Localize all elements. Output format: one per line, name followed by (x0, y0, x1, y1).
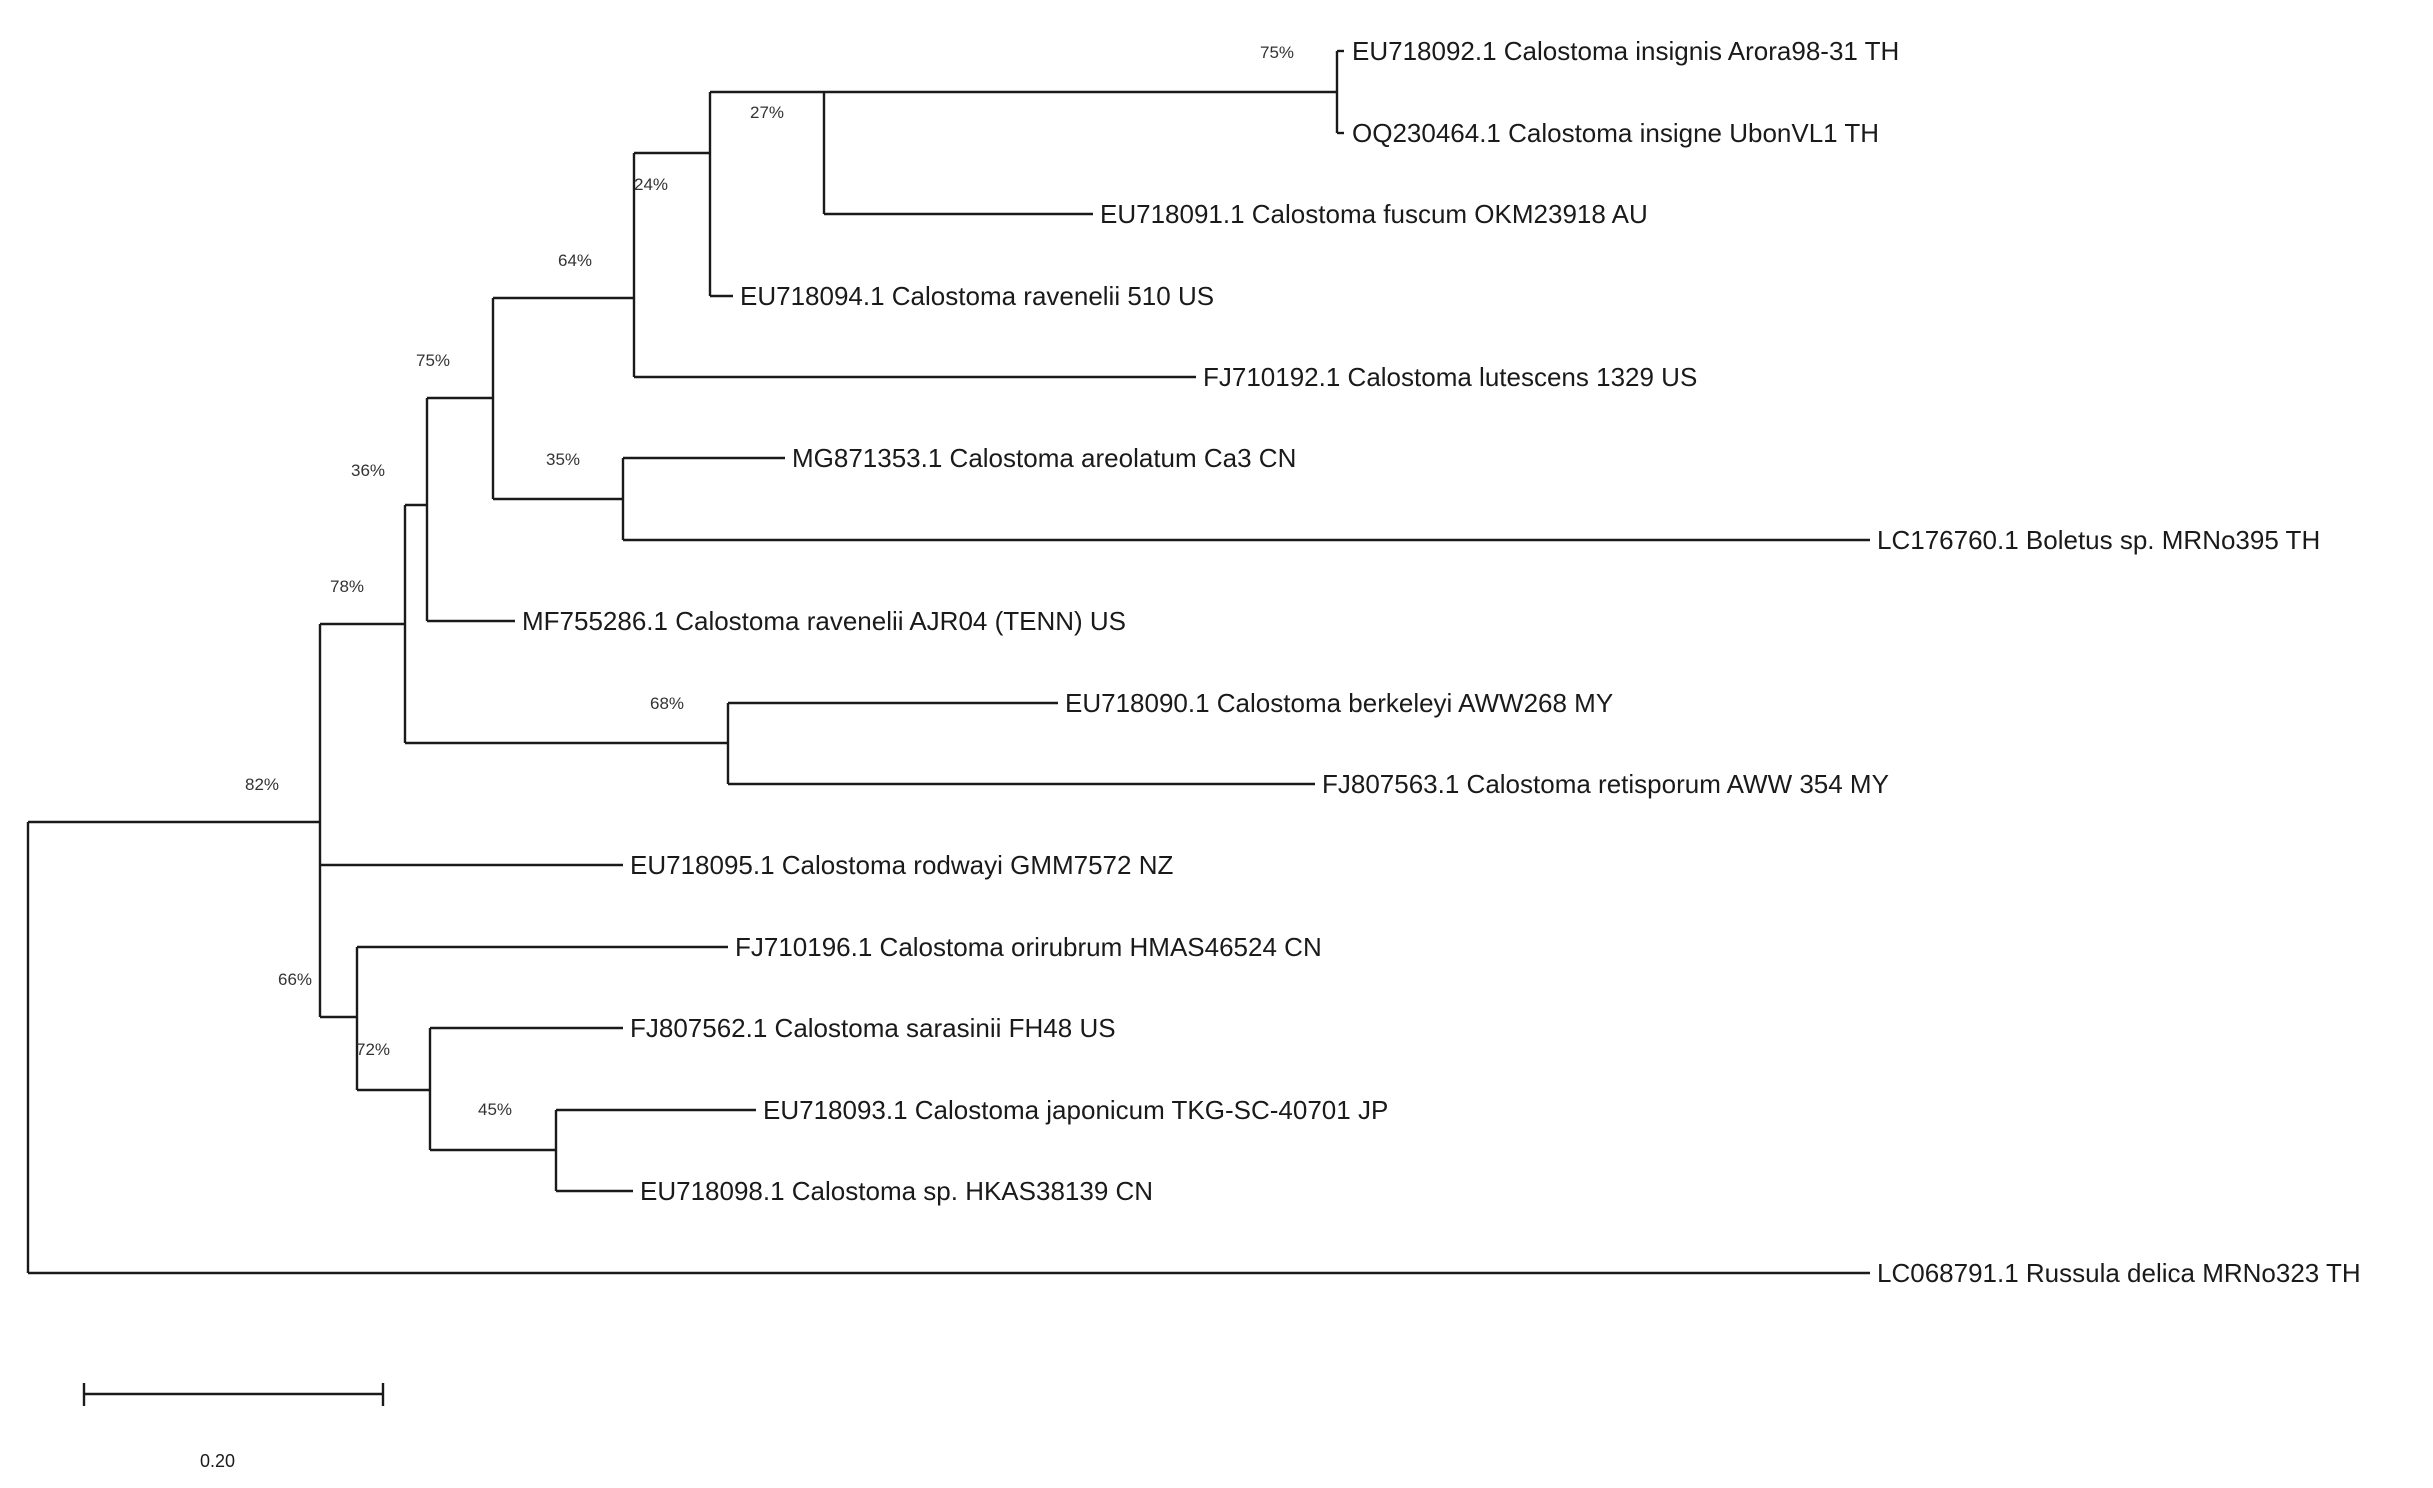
taxon-label: EU718090.1 Calostoma berkeleyi AWW268 MY (1065, 688, 1613, 718)
taxon-label: OQ230464.1 Calostoma insigne UbonVL1 TH (1352, 118, 1879, 148)
bootstrap-labels: 75% 27% 24% 64% 35% 75% 36% 68% 78% 82% … (245, 43, 1294, 1119)
scale-bar-label: 0.20 (200, 1451, 235, 1471)
taxon-label: LC068791.1 Russula delica MRNo323 TH (1877, 1258, 2361, 1288)
bootstrap-value: 68% (650, 694, 684, 713)
taxon-label: FJ807563.1 Calostoma retisporum AWW 354 … (1322, 769, 1889, 799)
bootstrap-value: 64% (558, 251, 592, 270)
taxon-label: LC176760.1 Boletus sp. MRNo395 TH (1877, 525, 2320, 555)
taxon-label: EU718094.1 Calostoma ravenelii 510 US (740, 281, 1214, 311)
taxon-labels: EU718092.1 Calostoma insignis Arora98-31… (522, 36, 2361, 1288)
taxon-label: FJ710192.1 Calostoma lutescens 1329 US (1203, 362, 1697, 392)
taxon-label: EU718095.1 Calostoma rodwayi GMM7572 NZ (630, 850, 1173, 880)
taxon-label: FJ710196.1 Calostoma orirubrum HMAS46524… (735, 932, 1322, 962)
bootstrap-value: 66% (278, 970, 312, 989)
bootstrap-value: 72% (356, 1040, 390, 1059)
bootstrap-value: 24% (634, 175, 668, 194)
bootstrap-value: 36% (351, 461, 385, 480)
bootstrap-value: 35% (546, 450, 580, 469)
bootstrap-value: 27% (750, 103, 784, 122)
branch-lines (26, 49, 1870, 1275)
taxon-label: MF755286.1 Calostoma ravenelii AJR04 (TE… (522, 606, 1126, 636)
taxon-label: EU718092.1 Calostoma insignis Arora98-31… (1352, 36, 1899, 66)
bootstrap-value: 78% (330, 577, 364, 596)
taxon-label: EU718098.1 Calostoma sp. HKAS38139 CN (640, 1176, 1153, 1206)
taxon-label: MG871353.1 Calostoma areolatum Ca3 CN (792, 443, 1296, 473)
taxon-label: EU718091.1 Calostoma fuscum OKM23918 AU (1100, 199, 1648, 229)
bootstrap-value: 45% (478, 1100, 512, 1119)
taxon-label: EU718093.1 Calostoma japonicum TKG-SC-40… (763, 1095, 1388, 1125)
taxon-label: FJ807562.1 Calostoma sarasinii FH48 US (630, 1013, 1116, 1043)
bootstrap-value: 82% (245, 775, 279, 794)
bootstrap-value: 75% (1260, 43, 1294, 62)
scale-bar: 0.20 (82, 1383, 385, 1471)
bootstrap-value: 75% (416, 351, 450, 370)
